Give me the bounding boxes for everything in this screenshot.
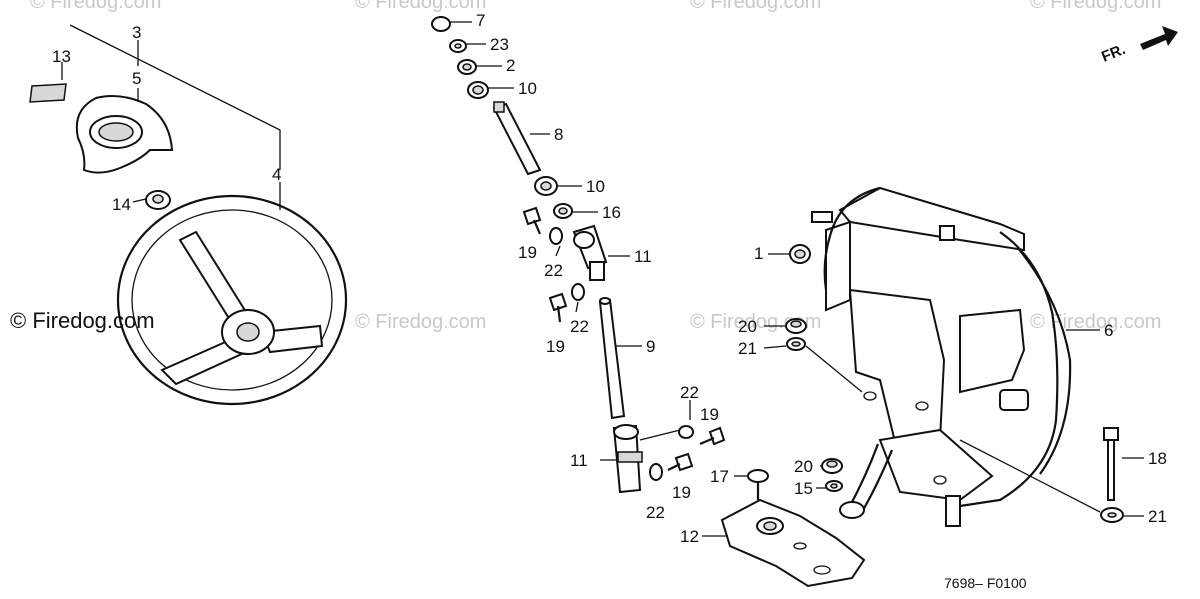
callout-19-c: 19 <box>700 405 719 424</box>
callout-22-d: 22 <box>646 503 665 522</box>
callout-7: 7 <box>476 11 485 30</box>
callout-4: 4 <box>272 165 281 184</box>
callout-13: 13 <box>52 47 71 66</box>
part-11-universal-joint-upper <box>572 224 608 281</box>
callout-19-middle: 19 <box>546 337 565 356</box>
part-1-nut <box>789 244 811 264</box>
callout-20-lower: 20 <box>794 457 813 476</box>
watermark: © Firedog.com <box>355 311 486 333</box>
part-2-washer <box>457 59 477 75</box>
part-4-steering-wheel <box>116 194 348 406</box>
leader-lines-lower-column <box>600 400 691 461</box>
watermark: © Firedog.com <box>355 0 486 13</box>
watermark-main: © Firedog.com <box>10 308 155 333</box>
callout-11-upper: 11 <box>634 247 652 266</box>
part-10-bushing-lower <box>534 176 558 196</box>
callout-10-upper: 10 <box>518 79 537 98</box>
part-9-intermediate-shaft <box>598 297 626 420</box>
callout-1: 1 <box>754 244 763 263</box>
front-arrow-icon <box>1140 26 1178 50</box>
part-21-washer-upper <box>786 337 806 351</box>
front-direction-indicator: FR. <box>1099 26 1178 66</box>
callout-3: 3 <box>132 23 141 42</box>
callout-9: 9 <box>646 337 655 356</box>
watermark: © Firedog.com <box>30 0 161 13</box>
watermark: © Firedog.com <box>1030 0 1161 13</box>
part-17-bolt <box>747 469 769 500</box>
watermark: © Firedog.com <box>690 0 821 13</box>
part-18-long-bolt <box>1103 427 1119 501</box>
callout-23: 23 <box>490 35 509 54</box>
callout-6: 6 <box>1104 321 1113 340</box>
watermark-row-top: © Firedog.com © Firedog.com © Firedog.co… <box>30 0 1161 13</box>
part-23-washer <box>449 39 467 53</box>
callout-5: 5 <box>132 69 141 88</box>
part-14-nut <box>145 190 171 210</box>
callout-10-lower: 10 <box>586 177 605 196</box>
front-label: FR. <box>1099 41 1128 66</box>
part-5-horn-pad <box>75 95 174 174</box>
part-20-nut-upper <box>785 318 807 334</box>
leader-lines-column <box>450 21 642 347</box>
part-13-label <box>29 83 67 103</box>
part-20-nut-lower <box>821 458 843 474</box>
callout-11-lower: 11 <box>570 451 588 470</box>
callout-18: 18 <box>1148 449 1167 468</box>
callout-8: 8 <box>554 125 563 144</box>
part-7-cap <box>431 16 451 32</box>
callout-19-upper: 19 <box>518 243 537 262</box>
part-12-mounting-plate <box>720 498 866 588</box>
part-15-washer <box>825 480 843 492</box>
callout-16: 16 <box>602 203 621 222</box>
callout-22-b: 22 <box>570 317 589 336</box>
callout-20-upper: 20 <box>738 317 757 336</box>
part-10-bushing-upper <box>467 81 489 99</box>
callout-15: 15 <box>794 479 813 498</box>
part-6-frame-assembly <box>811 186 1072 527</box>
part-19-bolt-middle <box>548 292 568 323</box>
part-22-washer-c <box>678 425 694 439</box>
callout-22-a: 22 <box>544 261 563 280</box>
part-21-washer-lower <box>1100 507 1124 523</box>
callout-14: 14 <box>112 195 131 214</box>
part-19-bolt-upper <box>522 206 542 235</box>
part-22-washer-b <box>571 283 585 301</box>
leader-lines-frame <box>763 253 1144 517</box>
callout-22-c: 22 <box>680 383 699 402</box>
watermark-row-middle: © Firedog.com © Firedog.com © Firedog.co… <box>355 311 1161 333</box>
callout-21-lower: 21 <box>1148 507 1167 526</box>
part-19-bolt-c <box>699 426 726 446</box>
callout-12: 12 <box>680 527 699 546</box>
part-22-washer-a <box>549 227 563 245</box>
part-16-washer <box>553 203 573 219</box>
callout-17: 17 <box>710 467 729 486</box>
callout-19-d: 19 <box>672 483 691 502</box>
part-8-steering-shaft <box>492 101 542 176</box>
callout-21-upper: 21 <box>738 339 757 358</box>
callout-2: 2 <box>506 56 515 75</box>
part-19-bolt-d <box>667 452 694 472</box>
part-11-universal-joint-lower <box>612 424 643 494</box>
part-22-washer-d <box>649 463 663 481</box>
figure-code: 7698– F0100 <box>944 575 1027 591</box>
